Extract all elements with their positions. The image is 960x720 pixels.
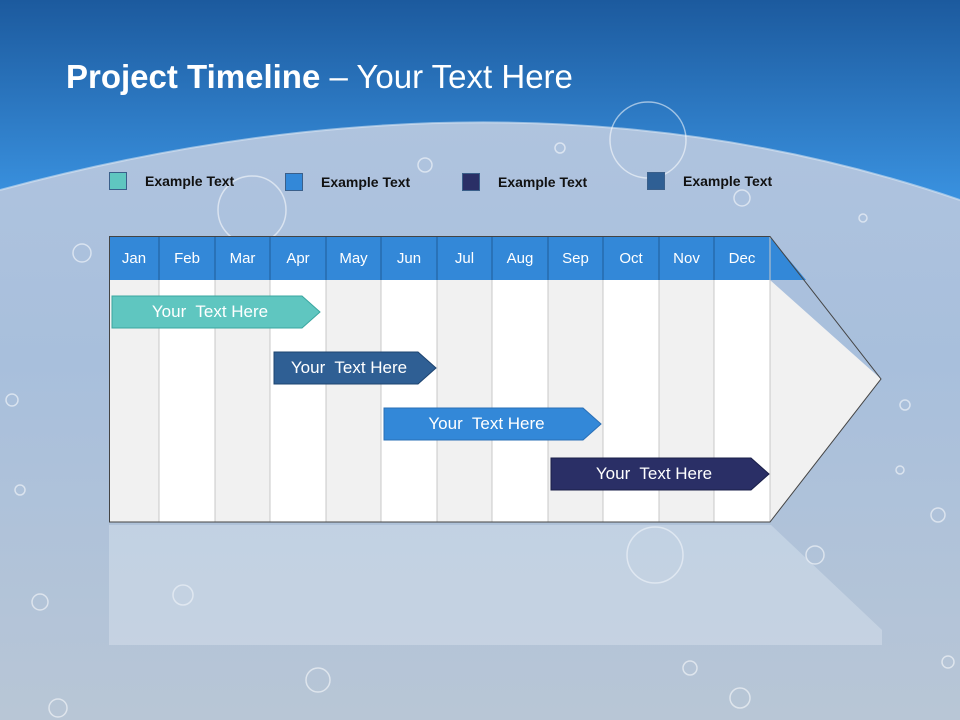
timeline-shape bbox=[109, 236, 882, 523]
legend-item: Example Text bbox=[109, 170, 234, 192]
month-column bbox=[492, 280, 548, 522]
month-header bbox=[109, 237, 770, 280]
month-label: Aug bbox=[506, 250, 534, 267]
timeline-outline bbox=[109, 236, 882, 523]
task-arrow bbox=[111, 295, 321, 329]
task-label: Your Text Here bbox=[290, 358, 408, 377]
legend-item: Example Text bbox=[647, 170, 772, 192]
page-title: Project Timeline – Your Text Here bbox=[66, 58, 573, 95]
month-column bbox=[326, 280, 381, 522]
legend-label: Example Text bbox=[145, 173, 235, 189]
month-label: Nov bbox=[673, 250, 700, 267]
legend-item: Example Text bbox=[462, 171, 587, 193]
month-label: May bbox=[339, 250, 368, 267]
task-label: Your Text Here bbox=[151, 302, 269, 321]
task-arrow bbox=[383, 407, 602, 441]
arrow-head-body bbox=[770, 280, 881, 522]
month-label: Jun bbox=[396, 250, 422, 267]
legend-label: Example Text bbox=[498, 174, 588, 190]
month-label: Mar bbox=[229, 250, 256, 267]
month-column bbox=[437, 280, 492, 522]
legend-swatch bbox=[647, 172, 665, 190]
legend-swatch bbox=[285, 173, 303, 191]
month-label: Feb bbox=[174, 250, 200, 267]
month-label: Dec bbox=[728, 250, 756, 267]
legend-swatch bbox=[109, 172, 127, 190]
legend-label: Example Text bbox=[321, 174, 411, 190]
legend-label: Example Text bbox=[683, 173, 773, 189]
timeline-diagram: Jan Feb Mar Apr May Jun Jul Aug Sep Oct Nov Dec You… bbox=[109, 236, 882, 524]
task-label: Your Text Here bbox=[428, 414, 545, 433]
task-arrow bbox=[273, 351, 437, 385]
task-arrow bbox=[550, 457, 770, 491]
month-label: Apr bbox=[286, 250, 310, 267]
month-label: Jul bbox=[454, 250, 475, 267]
legend-item: Example Text bbox=[285, 171, 410, 193]
month-label: Oct bbox=[619, 250, 643, 267]
legend-swatch bbox=[462, 173, 480, 191]
month-label: Sep bbox=[562, 250, 589, 267]
task-label: Your Text Here bbox=[595, 464, 713, 483]
month-column bbox=[381, 280, 437, 522]
month-label: Jan bbox=[121, 250, 147, 267]
